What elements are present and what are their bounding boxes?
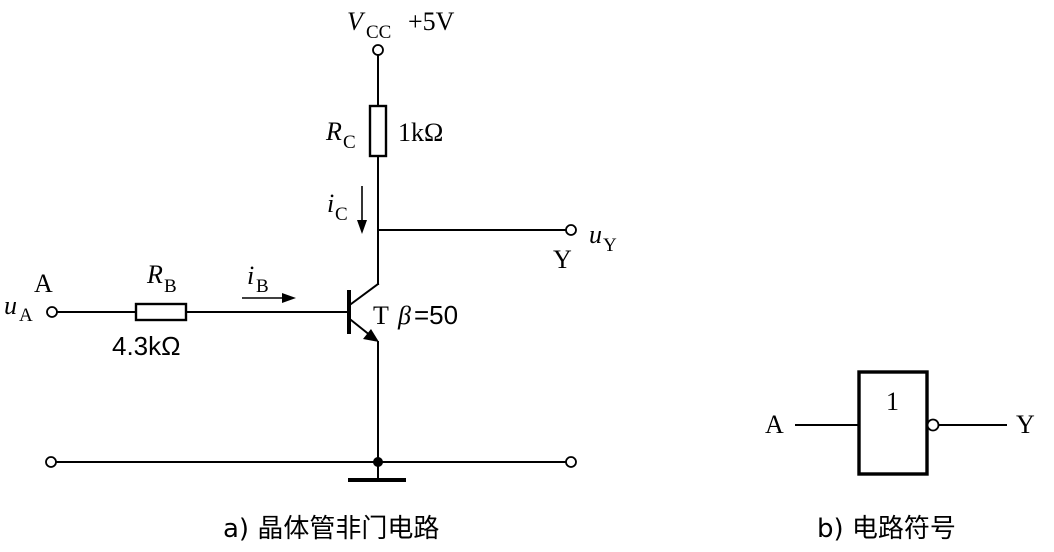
input-name: A: [34, 269, 53, 298]
transistor-emitter-arrow: [363, 329, 379, 342]
ground-junction: [373, 457, 383, 467]
rc-value: 1kΩ: [398, 118, 443, 147]
input-subscript: A: [19, 305, 33, 326]
circuit-caption: a) 晶体管非门电路: [223, 514, 439, 544]
transistor-name: T: [373, 301, 389, 330]
output-terminal: [565, 224, 577, 236]
rc-subscript: C: [343, 132, 356, 153]
gate-caption: b) 电路符号: [817, 514, 956, 544]
not-gate-symbol: A 1 Y b) 电路符号: [765, 370, 1035, 544]
ib-arrow-head: [282, 293, 296, 303]
transistor-collector-lead: [349, 282, 380, 306]
vcc-terminal: [372, 44, 384, 56]
gate-input-label: A: [765, 410, 784, 439]
rb-symbol: R: [146, 260, 163, 289]
transistor-circuit: V CC +5V R C 1kΩ i C u Y Y u A A R B 4.3…: [4, 7, 617, 544]
rb-value: 4.3kΩ: [112, 331, 181, 361]
gate-box: [857, 370, 929, 476]
input-terminal: [46, 306, 58, 318]
ic-arrow-head: [357, 220, 367, 234]
vcc-value: +5V: [408, 7, 455, 36]
rb-subscript: B: [164, 276, 177, 297]
rc-resistor: [368, 104, 388, 158]
rc-symbol: R: [325, 117, 342, 146]
vcc-subscript: CC: [366, 22, 391, 43]
gate-output-label: Y: [1016, 410, 1035, 439]
ib-symbol: i: [247, 261, 254, 290]
gate-function-label: 1: [886, 387, 899, 416]
transistor-beta-value: =50: [414, 300, 458, 330]
ground-terminal-left: [45, 456, 57, 468]
vcc-symbol: V: [347, 7, 366, 36]
output-symbol: u: [589, 220, 602, 249]
ic-symbol: i: [327, 189, 334, 218]
input-symbol: u: [4, 291, 17, 320]
output-subscript: Y: [603, 235, 617, 256]
output-name: Y: [553, 245, 572, 274]
ic-subscript: C: [335, 204, 348, 225]
transistor-beta-symbol: β: [397, 301, 411, 330]
ground-terminal-right: [565, 456, 577, 468]
ib-subscript: B: [256, 276, 269, 297]
gate-inversion-bubble: [926, 418, 940, 432]
rb-resistor: [134, 302, 188, 322]
